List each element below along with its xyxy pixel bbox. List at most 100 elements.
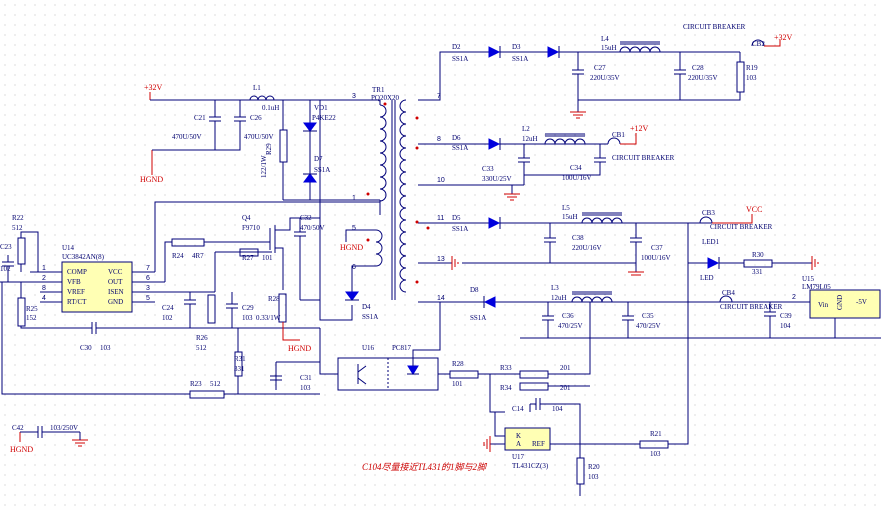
r31-ref: R31 xyxy=(234,355,246,363)
cb3-ref: CB3 xyxy=(702,209,715,217)
c37-value: 100U/16V xyxy=(641,254,671,262)
c37-ref: C37 xyxy=(651,244,663,252)
tr1-ref: TR1 xyxy=(372,86,385,94)
c28-ref: C28 xyxy=(692,64,704,72)
r34-resistor xyxy=(519,382,549,391)
d2-diode xyxy=(488,46,501,58)
u14-vfb: VFB xyxy=(67,278,81,286)
l1-inductor xyxy=(249,95,275,101)
r34-ref: R34 xyxy=(500,384,512,392)
feedback-section: R28 101 R33 201 R34 201 C14 104 K A REF … xyxy=(449,223,689,496)
tr1-pin-8: 8 xyxy=(437,136,441,143)
u14-ic xyxy=(61,261,133,313)
u14-pin-6: 6 xyxy=(146,275,150,282)
output-vcc-section: D5 SS1A L5 15uH CB3 CIRCUIT BREAKER VCC … xyxy=(452,204,819,282)
u14-gnd: GND xyxy=(108,298,123,306)
r25-ref: R25 xyxy=(26,305,38,313)
r23-value: 512 xyxy=(210,380,221,388)
c31-ref: C31 xyxy=(300,374,312,382)
r22-ref: R22 xyxy=(12,214,24,222)
d2-value: SS1A xyxy=(452,55,468,63)
transformer-tr1: TR1 PQ20X20 3 1 5 6 7 8 10 11 13 14 HGND xyxy=(340,86,470,303)
c38-value: 220U/16V xyxy=(572,244,602,252)
cb2-ref: CB2 xyxy=(752,40,765,48)
c32-ref: C32 xyxy=(300,214,312,222)
u17-ref: U17 xyxy=(512,453,525,461)
tr1-pin-1: 1 xyxy=(352,195,356,202)
r23-resistor xyxy=(189,390,225,399)
c27-value: 220U/35V xyxy=(590,74,620,82)
u14-comp: COMP xyxy=(67,268,87,276)
power-32v-out: +32V xyxy=(774,33,793,42)
c33-ref: C33 xyxy=(482,165,494,173)
c28-value: 220U/35V xyxy=(688,74,718,82)
l2-value: 12uH xyxy=(522,135,538,143)
r21-resistor xyxy=(639,440,669,449)
d7-ref: D7 xyxy=(314,155,323,163)
power-32v-in: +32V xyxy=(144,83,163,92)
d8-value: SS1A xyxy=(470,314,486,322)
tr1-pin-3: 3 xyxy=(352,93,356,100)
breaker-label-1: CIRCUIT BREAKER xyxy=(683,23,746,31)
c24-ref: C24 xyxy=(162,304,174,312)
d4-value: SS1A xyxy=(362,313,378,321)
c21-value: 470U/50V xyxy=(172,133,202,141)
c27-ref: C27 xyxy=(594,64,606,72)
r30-ref: R30 xyxy=(752,251,764,259)
input-section: +32V C21 470U/50V C26 470U/50V HGND L1 0… xyxy=(140,83,380,201)
u14-ref: U14 xyxy=(62,244,75,252)
r19-ref: R19 xyxy=(746,64,758,72)
breaker-label-2: CIRCUIT BREAKER xyxy=(612,154,675,162)
output-12v-section: D6 SS1A L2 12uH CB1 +12V CIRCUIT BREAKER… xyxy=(452,124,675,201)
r26-resistor xyxy=(207,294,216,324)
r24-resistor xyxy=(171,238,205,247)
c35-value: 470/25V xyxy=(636,322,661,330)
r33-ref: R33 xyxy=(500,364,512,372)
d6-diode xyxy=(488,138,501,150)
breaker-label-3: CIRCUIT BREAKER xyxy=(710,223,773,231)
r26-ref: R26 xyxy=(196,334,208,342)
d5-diode xyxy=(488,217,501,229)
c42-value: 103/250V xyxy=(50,424,78,432)
u15-ref: U15 xyxy=(802,275,815,283)
tr1-pin-13: 13 xyxy=(437,256,445,263)
c29-ref: C29 xyxy=(242,304,254,312)
switch-q4: R24 4R7 Q4 F9710 C32 470/50V D4 SS1A R27… xyxy=(155,100,378,395)
u15-regulator xyxy=(809,289,881,319)
d5-value: SS1A xyxy=(452,225,468,233)
u14-rtct: RT/CT xyxy=(67,298,87,306)
c42-ref: C42 xyxy=(12,424,24,432)
r30-value: 331 xyxy=(752,268,763,276)
r29-value: 122/1W xyxy=(260,155,268,178)
c29-value: 103 xyxy=(242,314,253,322)
r26-value: 512 xyxy=(196,344,207,352)
u15-part: LM79L05 xyxy=(802,283,831,291)
c33-value: 330U/25V xyxy=(482,175,512,183)
cb4-ref: CB4 xyxy=(722,289,735,297)
d6-value: SS1A xyxy=(452,144,468,152)
tr1-value: PQ20X20 xyxy=(371,94,400,102)
r29-ref: R29 xyxy=(265,143,273,155)
tr1-pin-10: 10 xyxy=(437,177,445,184)
vd1-value: P4KE22 xyxy=(312,114,336,122)
r34-value: 201 xyxy=(560,384,571,392)
c39-ref: C39 xyxy=(780,312,792,320)
c38-ref: C38 xyxy=(572,234,584,242)
u15-out: -5V xyxy=(856,298,867,306)
r33-value: 201 xyxy=(560,364,571,372)
l1-ref: L1 xyxy=(253,84,261,92)
u17-k: K xyxy=(516,432,521,440)
d4-diode xyxy=(345,291,359,301)
tr1-pin-5: 5 xyxy=(352,225,356,232)
hgnd-label-1: HGND xyxy=(140,175,163,184)
r33-resistor xyxy=(519,370,549,379)
hgnd-label-4: HGND xyxy=(10,445,33,454)
u16-ref: U16 xyxy=(362,344,375,352)
d6-ref: D6 xyxy=(452,134,461,142)
c23-ref: C23 xyxy=(0,243,12,251)
optocoupler-u16: U16 PC817 xyxy=(319,302,450,391)
l5-value: 15uH xyxy=(562,213,578,221)
r28-resistor xyxy=(449,370,479,379)
vd1-tvs xyxy=(303,122,317,132)
led1-ref: LED1 xyxy=(702,238,720,246)
